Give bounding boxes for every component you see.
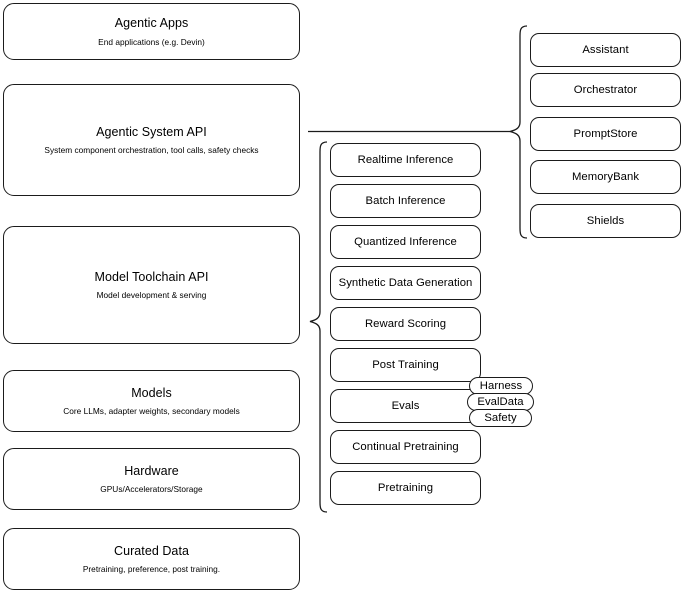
brace-agentic-components [509, 25, 528, 239]
layer-agentic-apps[interactable]: Agentic Apps End applications (e.g. Devi… [3, 3, 300, 60]
component-promptstore[interactable]: PromptStore [530, 117, 681, 151]
capability-batch-inference[interactable]: Batch Inference [330, 184, 481, 218]
layer-subtitle: End applications (e.g. Devin) [98, 36, 205, 47]
layer-title: Agentic Apps [114, 16, 189, 30]
component-orchestrator[interactable]: Orchestrator [530, 73, 681, 107]
layer-hardware[interactable]: Hardware GPUs/Accelerators/Storage [3, 448, 300, 510]
component-shields[interactable]: Shields [530, 204, 681, 238]
layer-subtitle: System component orchestration, tool cal… [44, 145, 259, 156]
capability-pretraining[interactable]: Pretraining [330, 471, 481, 505]
component-assistant[interactable]: Assistant [530, 33, 681, 67]
layer-model-toolchain-api[interactable]: Model Toolchain API Model development & … [3, 226, 300, 344]
layer-title: Hardware [124, 463, 179, 478]
layer-subtitle: Pretraining, preference, post training. [82, 564, 221, 575]
layer-title: Curated Data [114, 543, 189, 558]
capability-quantized-inference[interactable]: Quantized Inference [330, 225, 481, 259]
capability-synthetic-data-generation[interactable]: Synthetic Data Generation [330, 266, 481, 300]
brace-toolchain-capabilities [309, 141, 328, 513]
layer-title: Models [131, 385, 172, 400]
capability-post-training[interactable]: Post Training [330, 348, 481, 382]
capability-evals[interactable]: Evals [330, 389, 481, 423]
capability-realtime-inference[interactable]: Realtime Inference [330, 143, 481, 177]
layer-curated-data[interactable]: Curated Data Pretraining, preference, po… [3, 528, 300, 590]
evals-subitem-safety[interactable]: Safety [469, 409, 532, 427]
layer-subtitle: Model development & serving [96, 290, 207, 301]
layer-agentic-system-api[interactable]: Agentic System API System component orch… [3, 84, 300, 196]
capability-reward-scoring[interactable]: Reward Scoring [330, 307, 481, 341]
layer-subtitle: GPUs/Accelerators/Storage [100, 484, 203, 495]
layer-title: Model Toolchain API [94, 269, 209, 284]
capability-continual-pretraining[interactable]: Continual Pretraining [330, 430, 481, 464]
layer-subtitle: Core LLMs, adapter weights, secondary mo… [63, 406, 240, 417]
layer-models[interactable]: Models Core LLMs, adapter weights, secon… [3, 370, 300, 432]
component-memorybank[interactable]: MemoryBank [530, 160, 681, 194]
layer-title: Agentic System API [96, 124, 207, 139]
